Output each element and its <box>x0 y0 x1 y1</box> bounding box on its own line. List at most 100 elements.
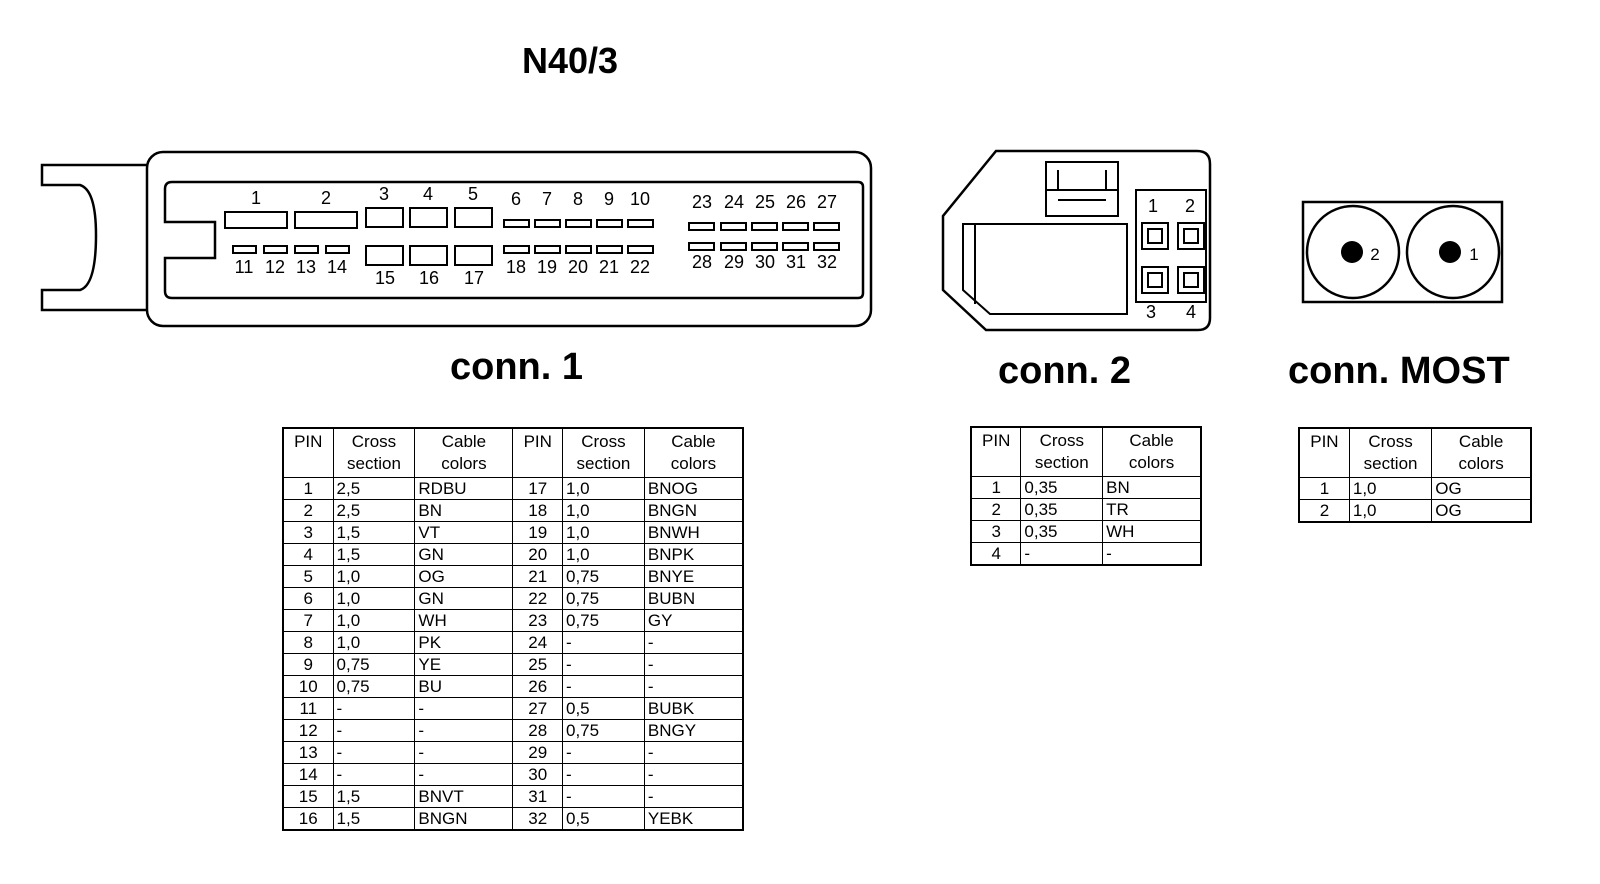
cable-color-cell: BUBN <box>643 587 744 610</box>
pin-cell: 1 <box>970 476 1022 499</box>
pin-cell: 12 <box>282 719 334 742</box>
cable-color-cell: BNYE <box>643 565 744 588</box>
pin-cell: 11 <box>282 697 334 720</box>
cross-section-cell: 0,35 <box>1020 498 1104 521</box>
pin-label: 29 <box>724 252 744 272</box>
pin-label: 21 <box>599 257 619 277</box>
conn1-housing <box>40 150 873 328</box>
pin-cell: 31 <box>512 785 563 808</box>
cross-section-cell: 1,5 <box>332 543 416 566</box>
cross-section-cell: - <box>562 675 645 698</box>
cable-color-cell: - <box>643 763 744 786</box>
cable-color-cell: WH <box>1102 520 1202 543</box>
pin-cell: 1 <box>282 477 334 500</box>
pin-cell: 16 <box>282 807 334 831</box>
cable-color-cell: BNGN <box>643 499 744 522</box>
pin-cell: 6 <box>282 587 334 610</box>
pin-label: 10 <box>630 189 650 209</box>
cable-color-cell: YEBK <box>643 807 744 831</box>
cross-section-cell: 0,75 <box>562 719 645 742</box>
cable-color-cell: - <box>414 763 514 786</box>
cross-section-cell: - <box>562 785 645 808</box>
pin-label: 31 <box>786 252 806 272</box>
cable-color-cell: BUBK <box>643 697 744 720</box>
cross-section-cell: 1,0 <box>562 499 645 522</box>
pin-cell: 5 <box>282 565 334 588</box>
pin-label: 16 <box>419 268 439 288</box>
pin-cell: 17 <box>512 477 563 500</box>
cross-section-cell: 2,5 <box>332 477 416 500</box>
pin-label: 15 <box>375 268 395 288</box>
pin-label: 3 <box>379 184 389 204</box>
pin-cell: 4 <box>970 542 1022 566</box>
cable-color-cell: BNVT <box>414 785 514 808</box>
pin-label: 26 <box>786 192 806 212</box>
pin-label: 22 <box>630 257 650 277</box>
cross-section-cell: 0,75 <box>562 587 645 610</box>
cross-section-cell: 1,5 <box>332 807 416 831</box>
table-row: 14--30-- <box>282 763 744 786</box>
pin-cell: 13 <box>282 741 334 764</box>
cable-color-cell: YE <box>414 653 514 676</box>
cross-section-cell: - <box>1020 542 1104 566</box>
cable-color-cell: BNWH <box>643 521 744 544</box>
pin-label: 2 <box>321 188 331 208</box>
conn1-pin-numbers: 1 2 3 4 5 6 7 8 9 10 23 24 25 26 27 11 1… <box>235 184 837 288</box>
cross-section-cell: 0,75 <box>332 653 416 676</box>
cross-section-cell: 1,0 <box>332 609 416 632</box>
pin-cell: 1 <box>1298 477 1350 500</box>
conn2-pin-cavities <box>1141 222 1205 294</box>
pin-label: 25 <box>755 192 775 212</box>
pin-label: 14 <box>327 257 347 277</box>
cross-section-cell: 0,5 <box>562 697 645 720</box>
cross-section-cell: 0,35 <box>1020 476 1104 499</box>
pin-label: 7 <box>542 189 552 209</box>
cross-section-cell: 1,5 <box>332 785 416 808</box>
pin-label: 28 <box>692 252 712 272</box>
pin-cell: 20 <box>512 543 563 566</box>
cross-section-cell: 1,0 <box>562 543 645 566</box>
pin-cell: 2 <box>1298 499 1350 523</box>
pin-header: PIN <box>282 427 334 478</box>
cable-color-cell: BNPK <box>643 543 744 566</box>
cross-section-cell: 1,0 <box>1348 499 1433 523</box>
pin-label: 12 <box>265 257 285 277</box>
cable-color-cell: BNOG <box>643 477 744 500</box>
cross-section-cell: 1,0 <box>562 477 645 500</box>
pin-cell: 30 <box>512 763 563 786</box>
cross-section-cell: 1,0 <box>1348 477 1433 500</box>
pin-label: 27 <box>817 192 837 212</box>
pin-cell: 27 <box>512 697 563 720</box>
pin-label: 4 <box>423 184 433 204</box>
cable-color-cell: - <box>1102 542 1202 566</box>
cable-color-cell: - <box>643 675 744 698</box>
pin-cell: 24 <box>512 631 563 654</box>
cross-section-cell: 1,0 <box>332 587 416 610</box>
pin-label: 13 <box>296 257 316 277</box>
pin-label: 18 <box>506 257 526 277</box>
pin-cell: 14 <box>282 763 334 786</box>
cross-section-cell: 0,35 <box>1020 520 1104 543</box>
cross-section-cell: 1,0 <box>562 521 645 544</box>
cable-color-cell: BU <box>414 675 514 698</box>
cross-section-cell: - <box>332 763 416 786</box>
pin-cell: 22 <box>512 587 563 610</box>
pin-cell: 3 <box>970 520 1022 543</box>
most-pins: 2 1 <box>1341 241 1479 264</box>
cable-color-cell: GY <box>643 609 744 632</box>
conn2-housing <box>941 149 1212 332</box>
cross-section-cell: 0,75 <box>562 609 645 632</box>
